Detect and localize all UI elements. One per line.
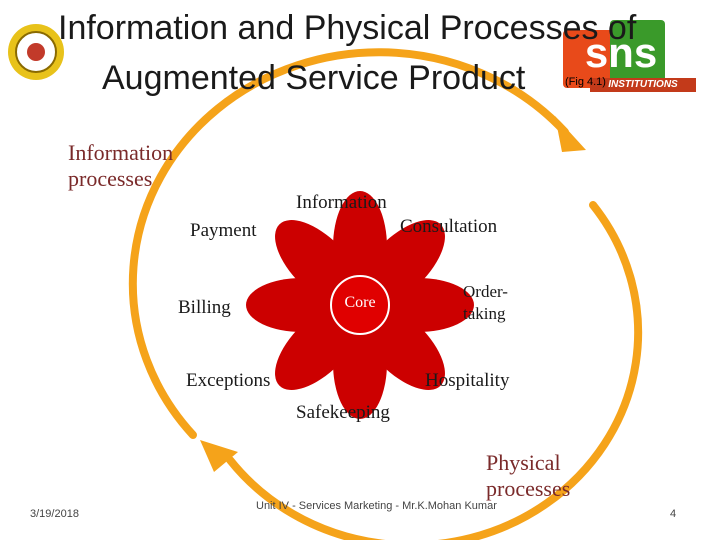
- title-line-2: Augmented Service Product: [102, 59, 526, 97]
- petal-label-payment: Payment: [190, 220, 257, 241]
- cycle-arrows: [128, 48, 643, 540]
- petal-label-order-taking: Order- taking: [463, 281, 508, 325]
- petal-label-billing: Billing: [178, 297, 231, 318]
- information-processes-line-1: Information: [68, 140, 174, 165]
- information-processes-line-2: processes: [68, 166, 153, 191]
- petal-label-safekeeping: Safekeeping: [296, 402, 390, 423]
- lower-cycle-arc: [226, 201, 643, 540]
- logo-sub-text: INSTITUTIONS: [608, 79, 678, 90]
- core-circle: [330, 275, 390, 335]
- lower-arrowhead: [200, 440, 238, 472]
- upper-arrowhead: [555, 116, 586, 152]
- physical-processes-label: Physical processes: [486, 450, 570, 502]
- physical-processes-line-1: Physical: [486, 450, 561, 475]
- footer-page-number: 4: [670, 508, 677, 520]
- logo-brand-text: sns: [584, 29, 658, 76]
- figure-reference: (Fig 4.1): [565, 76, 606, 88]
- petal-label-exceptions: Exceptions: [186, 370, 271, 391]
- petal-label-order-line-1: Order-: [463, 282, 508, 301]
- upper-cycle-arc: [128, 48, 569, 439]
- footer-center-text: Unit IV - Services Marketing - Mr.K.Moha…: [256, 500, 497, 512]
- college-emblem-icon: [8, 24, 64, 80]
- title-line-1: Information and Physical Processes of: [58, 9, 637, 47]
- footer-date: 3/19/2018: [30, 508, 79, 520]
- petal-label-information: Information: [296, 192, 387, 213]
- core-label: Core: [344, 294, 376, 311]
- physical-processes-line-2: processes: [486, 476, 571, 501]
- sns-logo: [563, 20, 696, 92]
- petal-label-order-line-2: taking: [463, 304, 506, 323]
- information-processes-label: Information processes: [68, 140, 173, 192]
- petal-label-consultation: Consultation: [400, 216, 498, 237]
- petal-label-hospitality: Hospitality: [425, 370, 510, 391]
- petals: [246, 191, 474, 419]
